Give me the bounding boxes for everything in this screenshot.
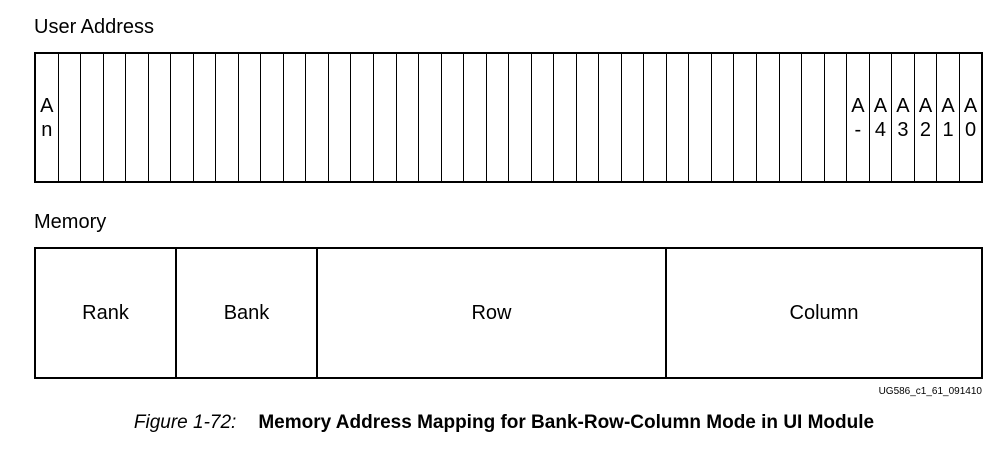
address-bit-cell bbox=[554, 54, 577, 181]
address-bit-label-top: A bbox=[963, 94, 978, 117]
address-bit-cell bbox=[397, 54, 420, 181]
address-bit-label-top: A bbox=[851, 94, 865, 117]
address-bit-cell bbox=[149, 54, 172, 181]
address-bit-cell bbox=[284, 54, 307, 181]
address-bit-cell bbox=[780, 54, 803, 181]
memory-field-bank: Bank bbox=[177, 249, 318, 377]
address-bit-cell bbox=[509, 54, 532, 181]
address-bit-cell bbox=[532, 54, 555, 181]
address-bit-cell bbox=[104, 54, 127, 181]
address-bit-cell bbox=[734, 54, 757, 181]
address-bit-label-bottom: 1 bbox=[942, 118, 954, 141]
address-bit-cell bbox=[171, 54, 194, 181]
address-bit-label-top: A bbox=[873, 94, 888, 117]
address-bit-cell bbox=[802, 54, 825, 181]
address-bit-cell bbox=[689, 54, 712, 181]
address-bit-cell: A- bbox=[847, 54, 870, 181]
memory-fields: Rank Bank Row Column bbox=[34, 247, 983, 379]
address-bit-cell bbox=[825, 54, 848, 181]
address-bit-cell bbox=[306, 54, 329, 181]
address-bit-cell bbox=[374, 54, 397, 181]
memory-label: Memory bbox=[34, 211, 107, 233]
address-bit-label-bottom: 3 bbox=[897, 118, 909, 141]
address-bit-cell bbox=[622, 54, 645, 181]
address-bit-cell bbox=[487, 54, 510, 181]
address-bit-cell bbox=[59, 54, 82, 181]
address-bit-label-bottom: - bbox=[854, 118, 862, 141]
address-bit-cell bbox=[644, 54, 667, 181]
address-bit-label-bottom: 4 bbox=[874, 118, 886, 141]
address-bit-cell bbox=[442, 54, 465, 181]
address-bit-label-bottom: n bbox=[41, 118, 53, 141]
address-bit-cell bbox=[712, 54, 735, 181]
address-bit-cell bbox=[126, 54, 149, 181]
figure-reference-id: UG586_c1_61_091410 bbox=[878, 386, 982, 397]
address-bit-label-top: A bbox=[918, 94, 933, 117]
address-bit-label-bottom: 0 bbox=[964, 118, 977, 141]
address-bit-label-bottom: 2 bbox=[919, 118, 932, 141]
user-address-label: User Address bbox=[34, 16, 155, 38]
address-bit-cell bbox=[239, 54, 262, 181]
figure-title: Memory Address Mapping for Bank-Row-Colu… bbox=[258, 412, 875, 433]
address-bit-label-top: A bbox=[40, 94, 54, 117]
memory-field-rank: Rank bbox=[36, 249, 177, 377]
address-bit-cell bbox=[81, 54, 104, 181]
address-bit-cell bbox=[216, 54, 239, 181]
figure-number: Figure 1-72: bbox=[133, 412, 237, 433]
address-bit-cell bbox=[667, 54, 690, 181]
address-bit-cell bbox=[329, 54, 352, 181]
address-bit-cell bbox=[577, 54, 600, 181]
address-bit-label-top: A bbox=[941, 94, 955, 117]
figure-caption: Figure 1-72: Memory Address Mapping for B… bbox=[0, 412, 1008, 434]
memory-field-row: Row bbox=[318, 249, 667, 377]
address-bit-cell bbox=[351, 54, 374, 181]
address-bit-label-top: A bbox=[896, 94, 910, 117]
address-bit-cell bbox=[261, 54, 284, 181]
address-bit-cell bbox=[599, 54, 622, 181]
memory-field-column: Column bbox=[789, 301, 859, 324]
address-bit-cell bbox=[464, 54, 487, 181]
address-bit-cell bbox=[419, 54, 442, 181]
address-bit-cell bbox=[194, 54, 217, 181]
address-bit-cell bbox=[757, 54, 780, 181]
